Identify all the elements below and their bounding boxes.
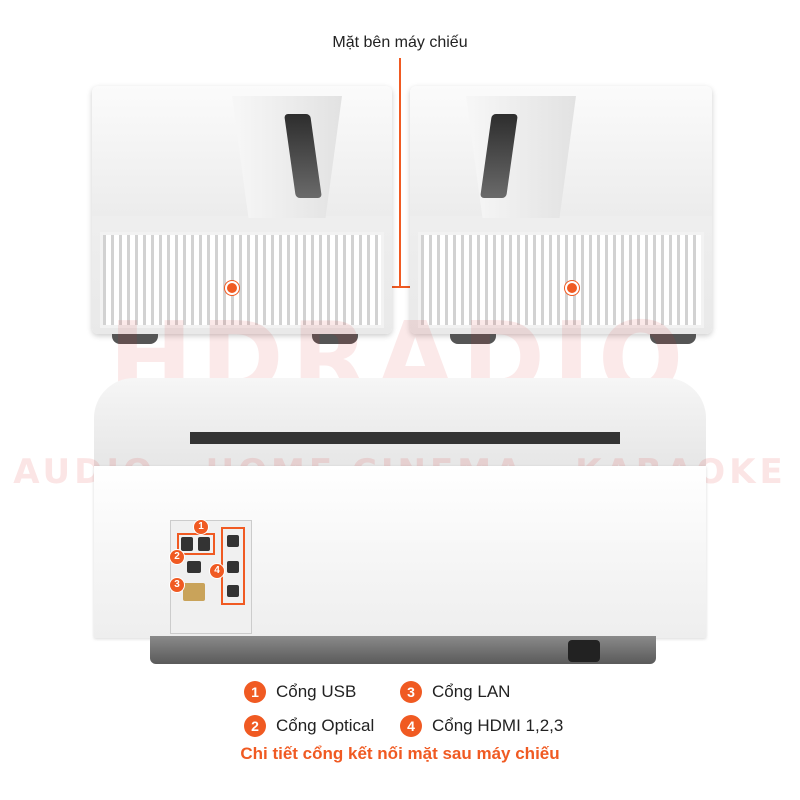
usb-port	[181, 537, 193, 551]
optical-port	[187, 561, 201, 573]
port-badge-4: 4	[209, 563, 225, 579]
side-vent-grille	[100, 232, 384, 328]
hdmi-port	[227, 561, 239, 573]
projector-foot	[650, 334, 696, 344]
legend-lan: 3 Cổng LAN	[400, 680, 510, 704]
legend-label: Cổng USB	[276, 682, 357, 701]
rear-ports-caption: Chi tiết cổng kết nối mặt sau máy chiếu	[240, 744, 560, 763]
legend-label: Cổng Optical	[276, 716, 375, 735]
legend-number: 2	[244, 715, 266, 737]
usb-port	[198, 537, 210, 551]
legend-label: Cổng HDMI 1,2,3	[432, 716, 564, 735]
projector-foot	[450, 334, 496, 344]
rear-view-top	[94, 378, 706, 468]
legend-usb: 1 Cổng USB	[244, 680, 356, 704]
legend-number: 3	[400, 681, 422, 703]
callout-dot-right	[565, 281, 579, 295]
hdmi-port	[227, 535, 239, 547]
legend-number: 4	[400, 715, 422, 737]
projector-right	[410, 86, 712, 344]
port-badge-3: 3	[169, 577, 185, 593]
side-view-label: Mặt bên máy chiếu	[332, 34, 468, 51]
callout-horizontal-line	[231, 286, 571, 288]
power-socket	[568, 640, 600, 662]
rear-view-lens-slot	[190, 432, 620, 444]
callout-vertical-line	[399, 58, 401, 286]
port-badge-2: 2	[169, 549, 185, 565]
port-panel: 1 2 3 4	[169, 519, 252, 634]
legend-label: Cổng LAN	[432, 682, 511, 701]
projector-trough	[466, 96, 576, 218]
port-badge-1: 1	[193, 519, 209, 535]
hdmi-port	[227, 585, 239, 597]
lan-port	[183, 583, 205, 601]
legend-optical: 2 Cổng Optical	[244, 714, 374, 738]
callout-dot-left	[225, 281, 239, 295]
projector-left	[92, 86, 392, 344]
usb-highlight	[177, 533, 215, 555]
projector-foot	[112, 334, 158, 344]
legend-number: 1	[244, 681, 266, 703]
side-vent-grille	[418, 232, 704, 328]
projector-foot	[312, 334, 358, 344]
legend-hdmi: 4 Cổng HDMI 1,2,3	[400, 714, 563, 738]
